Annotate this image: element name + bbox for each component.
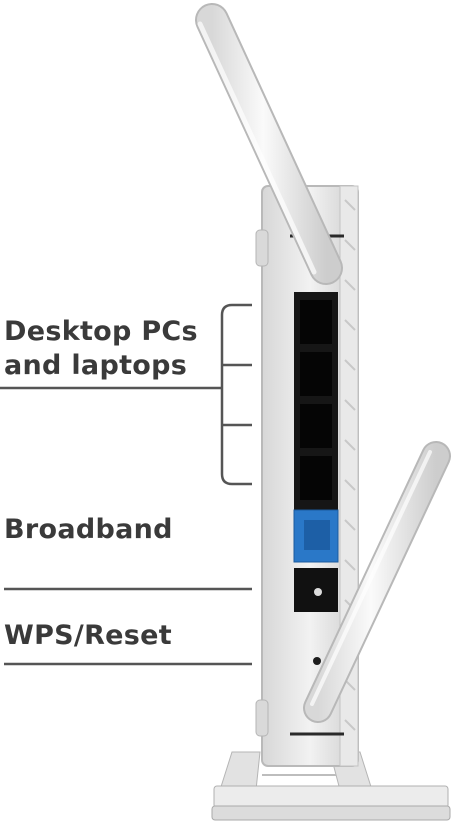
leader-lines xyxy=(0,303,252,666)
label-broadband: Broadband xyxy=(4,514,173,545)
power-socket xyxy=(294,568,338,612)
lan-ports xyxy=(294,292,338,510)
desktop-bracket xyxy=(220,303,252,486)
label-desktop-pcs: Desktop PCs and laptops xyxy=(4,316,198,381)
broadband-port xyxy=(293,509,339,563)
label-wps-reset: WPS/Reset xyxy=(4,620,172,651)
antenna-top xyxy=(195,3,343,285)
router-stand xyxy=(211,751,451,821)
wps-reset-button xyxy=(313,657,321,665)
antenna-bottom xyxy=(303,441,451,723)
